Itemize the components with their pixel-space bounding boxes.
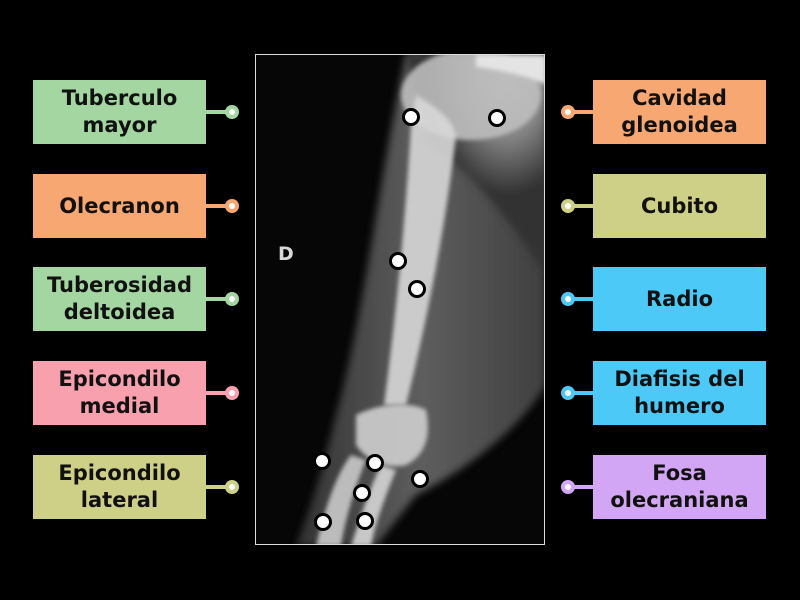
drop-target-dot[interactable]: [366, 454, 384, 472]
label-epicondilo-medial[interactable]: Epicondilo medial: [33, 361, 206, 425]
pin-icon[interactable]: [561, 480, 575, 494]
label-tuberculo-mayor[interactable]: Tuberculo mayor: [33, 80, 206, 144]
connector: [572, 485, 594, 489]
label-radio[interactable]: Radio: [593, 267, 766, 331]
drop-target-dot[interactable]: [408, 280, 426, 298]
pin-icon[interactable]: [225, 199, 239, 213]
label-cubito[interactable]: Cubito: [593, 174, 766, 238]
pin-icon[interactable]: [561, 199, 575, 213]
drop-target-dot[interactable]: [353, 484, 371, 502]
label-fosa-olecraniana[interactable]: Fosa olecraniana: [593, 455, 766, 519]
label-tuberosidad-deltoidea[interactable]: Tuberosidad deltoidea: [33, 267, 206, 331]
pin-icon[interactable]: [225, 292, 239, 306]
pin-icon[interactable]: [225, 480, 239, 494]
label-text: Radio: [646, 286, 713, 311]
drop-target-dot[interactable]: [314, 513, 332, 531]
pin-icon[interactable]: [561, 105, 575, 119]
label-text: Olecranon: [59, 193, 180, 218]
xray-image: D: [255, 54, 545, 545]
label-cavidad-glenoidea[interactable]: Cavidad glenoidea: [593, 80, 766, 144]
label-text: Fosa olecraniana: [610, 461, 749, 512]
connector: [206, 391, 228, 395]
pin-icon[interactable]: [225, 105, 239, 119]
label-diafisis-del-humero[interactable]: Diafisis del humero: [593, 361, 766, 425]
drop-target-dot[interactable]: [488, 109, 506, 127]
label-text: Epicondilo lateral: [58, 461, 181, 512]
label-text: Epicondilo medial: [58, 367, 181, 418]
pin-icon[interactable]: [225, 386, 239, 400]
connector: [206, 297, 228, 301]
xray-drawing: [256, 55, 544, 544]
connector: [572, 204, 594, 208]
label-olecranon[interactable]: Olecranon: [33, 174, 206, 238]
pin-icon[interactable]: [561, 292, 575, 306]
connector: [572, 391, 594, 395]
pin-icon[interactable]: [561, 386, 575, 400]
connector: [572, 110, 594, 114]
side-marker: D: [278, 243, 294, 265]
drop-target-dot[interactable]: [411, 470, 429, 488]
label-text: Cubito: [640, 193, 719, 218]
label-text: Tuberculo mayor: [61, 86, 178, 137]
connector: [572, 297, 594, 301]
drop-target-dot[interactable]: [313, 452, 331, 470]
connector: [206, 204, 228, 208]
label-text: Diafisis del humero: [614, 367, 745, 418]
connector: [206, 485, 228, 489]
connector: [206, 110, 228, 114]
label-epicondilo-lateral[interactable]: Epicondilo lateral: [33, 455, 206, 519]
label-text: Cavidad glenoidea: [621, 86, 738, 137]
label-text: Tuberosidad deltoidea: [47, 273, 192, 324]
drop-target-dot[interactable]: [402, 108, 420, 126]
drop-target-dot[interactable]: [356, 512, 374, 530]
drop-target-dot[interactable]: [389, 252, 407, 270]
